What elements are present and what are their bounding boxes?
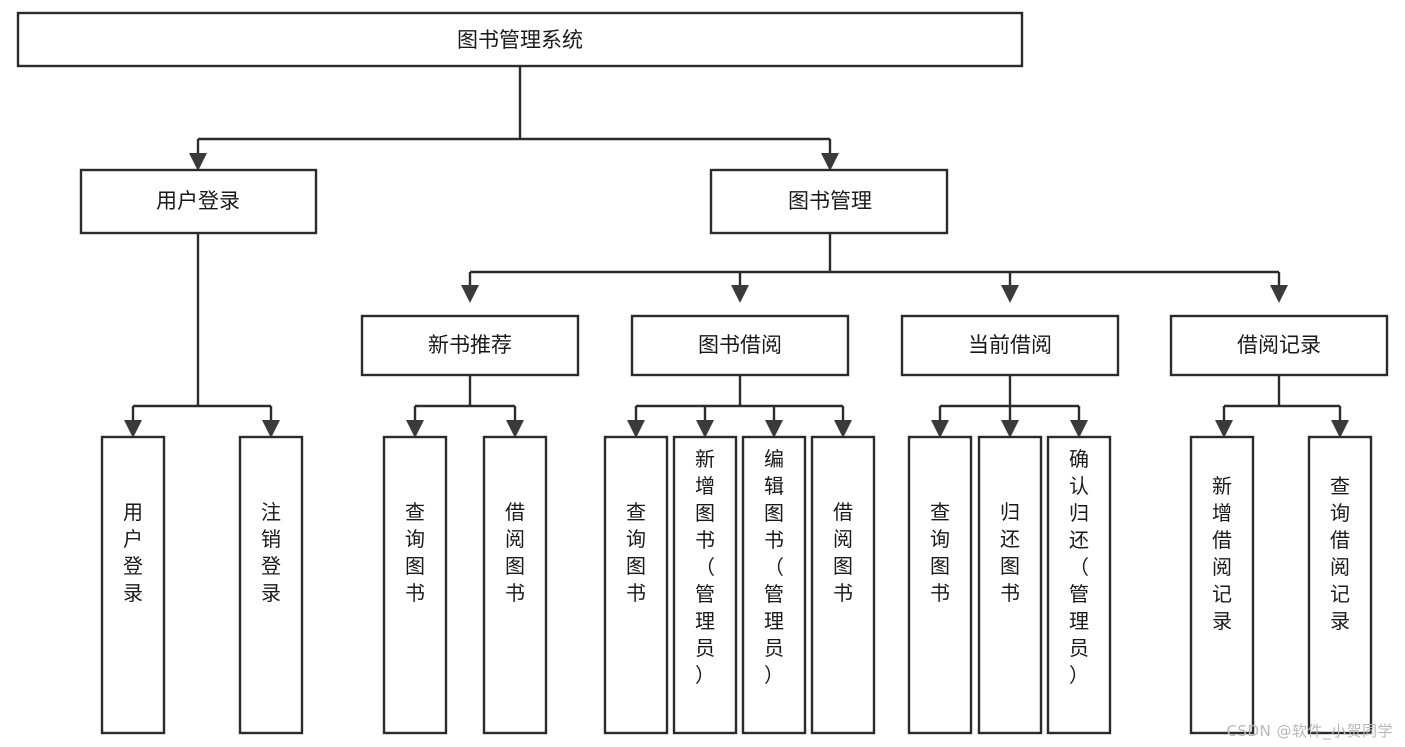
- node-book-borrow-label: 图书借阅: [698, 333, 782, 357]
- node-leaf-borrow-book-2[interactable]: 借阅图书: [810, 435, 876, 735]
- connector-bookmanage-to-level3: [461, 233, 1288, 303]
- node-leaf-user-logout-label: 注销登录: [261, 500, 281, 605]
- node-leaf-query-book-2-label: 查询图书: [626, 500, 646, 605]
- node-book-manage-label: 图书管理: [788, 189, 872, 213]
- node-leaf-edit-book[interactable]: 编辑图书（管理员）: [741, 435, 807, 735]
- connector-bookborrow-to-leaves: [627, 375, 852, 438]
- node-new-book-rec-label: 新书推荐: [428, 333, 512, 357]
- node-root-label: 图书管理系统: [457, 28, 583, 52]
- node-leaf-confirm-return[interactable]: 确认归还（管理员）: [1046, 435, 1112, 735]
- connector-root-to-level2: [189, 66, 839, 171]
- node-leaf-query-book-3-label: 查询图书: [930, 500, 950, 605]
- node-current-borrow-label: 当前借阅: [968, 333, 1052, 357]
- node-book-borrow[interactable]: 图书借阅: [630, 314, 850, 377]
- node-leaf-return-book-label: 归还图书: [1000, 500, 1020, 605]
- node-user-login[interactable]: 用户登录: [79, 168, 318, 235]
- node-leaf-query-book-1-label: 查询图书: [405, 500, 425, 605]
- node-current-borrow[interactable]: 当前借阅: [900, 314, 1120, 377]
- node-user-login-label: 用户登录: [156, 189, 240, 213]
- node-leaf-query-book-2[interactable]: 查询图书: [603, 435, 669, 735]
- node-borrow-record-label: 借阅记录: [1237, 333, 1321, 357]
- node-leaf-return-book[interactable]: 归还图书: [977, 435, 1043, 735]
- connector-currentborrow-to-leaves: [931, 375, 1088, 438]
- node-leaf-add-book-label: 新增图书（管理员）: [695, 447, 715, 687]
- node-leaf-query-record-label: 查询借阅记录: [1330, 474, 1350, 633]
- connector-newbookrec-to-leaves: [406, 375, 524, 438]
- connector-borrowrecord-to-leaves: [1215, 375, 1349, 438]
- node-leaf-add-book[interactable]: 新增图书（管理员）: [672, 435, 738, 735]
- node-leaf-confirm-return-label: 确认归还（管理员）: [1069, 447, 1089, 687]
- node-leaf-edit-book-label: 编辑图书（管理员）: [764, 447, 784, 687]
- csdn-watermark: CSDN @软件_小贺同学: [1226, 722, 1393, 740]
- node-leaf-add-record[interactable]: 新增借阅记录: [1189, 435, 1255, 735]
- node-borrow-record[interactable]: 借阅记录: [1169, 314, 1389, 377]
- node-book-manage[interactable]: 图书管理: [709, 168, 949, 235]
- node-leaf-query-record[interactable]: 查询借阅记录: [1307, 435, 1373, 735]
- node-leaf-borrow-book-2-label: 借阅图书: [833, 500, 853, 605]
- node-leaf-user-login[interactable]: 用户登录: [100, 435, 166, 735]
- node-leaf-add-record-label: 新增借阅记录: [1212, 474, 1232, 633]
- connector-userlogin-to-leaves: [124, 233, 280, 438]
- node-leaf-borrow-book-1-label: 借阅图书: [505, 500, 525, 605]
- node-leaf-query-book-3[interactable]: 查询图书: [907, 435, 973, 735]
- node-leaf-query-book-1[interactable]: 查询图书: [382, 435, 448, 735]
- node-leaf-user-logout[interactable]: 注销登录: [238, 435, 304, 735]
- node-root[interactable]: 图书管理系统: [16, 11, 1024, 68]
- node-leaf-user-login-label: 用户登录: [123, 500, 143, 605]
- node-leaf-borrow-book-1[interactable]: 借阅图书: [482, 435, 548, 735]
- node-new-book-rec[interactable]: 新书推荐: [360, 314, 580, 377]
